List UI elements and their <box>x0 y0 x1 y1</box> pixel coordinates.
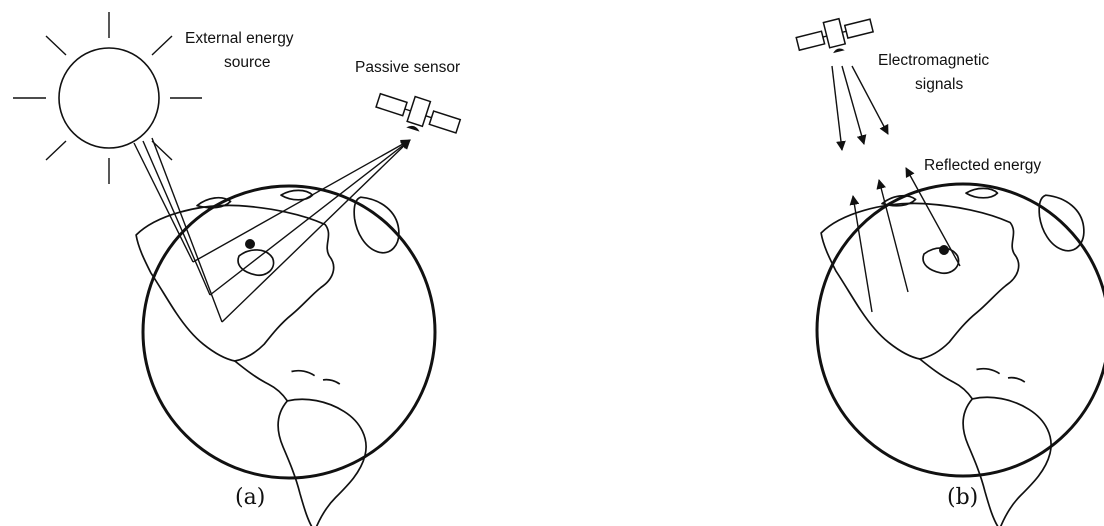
panel-b: Electromagnetic signals Reflected energy… <box>794 11 1104 526</box>
panel-a: External energy source Passive sensor (a… <box>13 12 463 526</box>
satellite-icon <box>373 86 463 142</box>
caption-a: (a) <box>235 485 265 510</box>
sun-icon <box>13 12 202 184</box>
emitted-signals <box>832 66 888 150</box>
caption-b: (b) <box>947 485 978 510</box>
source-label-line1: External energy <box>185 30 294 47</box>
sensor-label: Passive sensor <box>355 59 460 76</box>
reflected-label: Reflected energy <box>924 157 1041 174</box>
signal-label-line2: signals <box>915 76 963 93</box>
source-label-line2: source <box>224 54 271 71</box>
satellite-icon <box>794 11 875 60</box>
signal-label-line1: Electromagnetic <box>878 52 989 69</box>
